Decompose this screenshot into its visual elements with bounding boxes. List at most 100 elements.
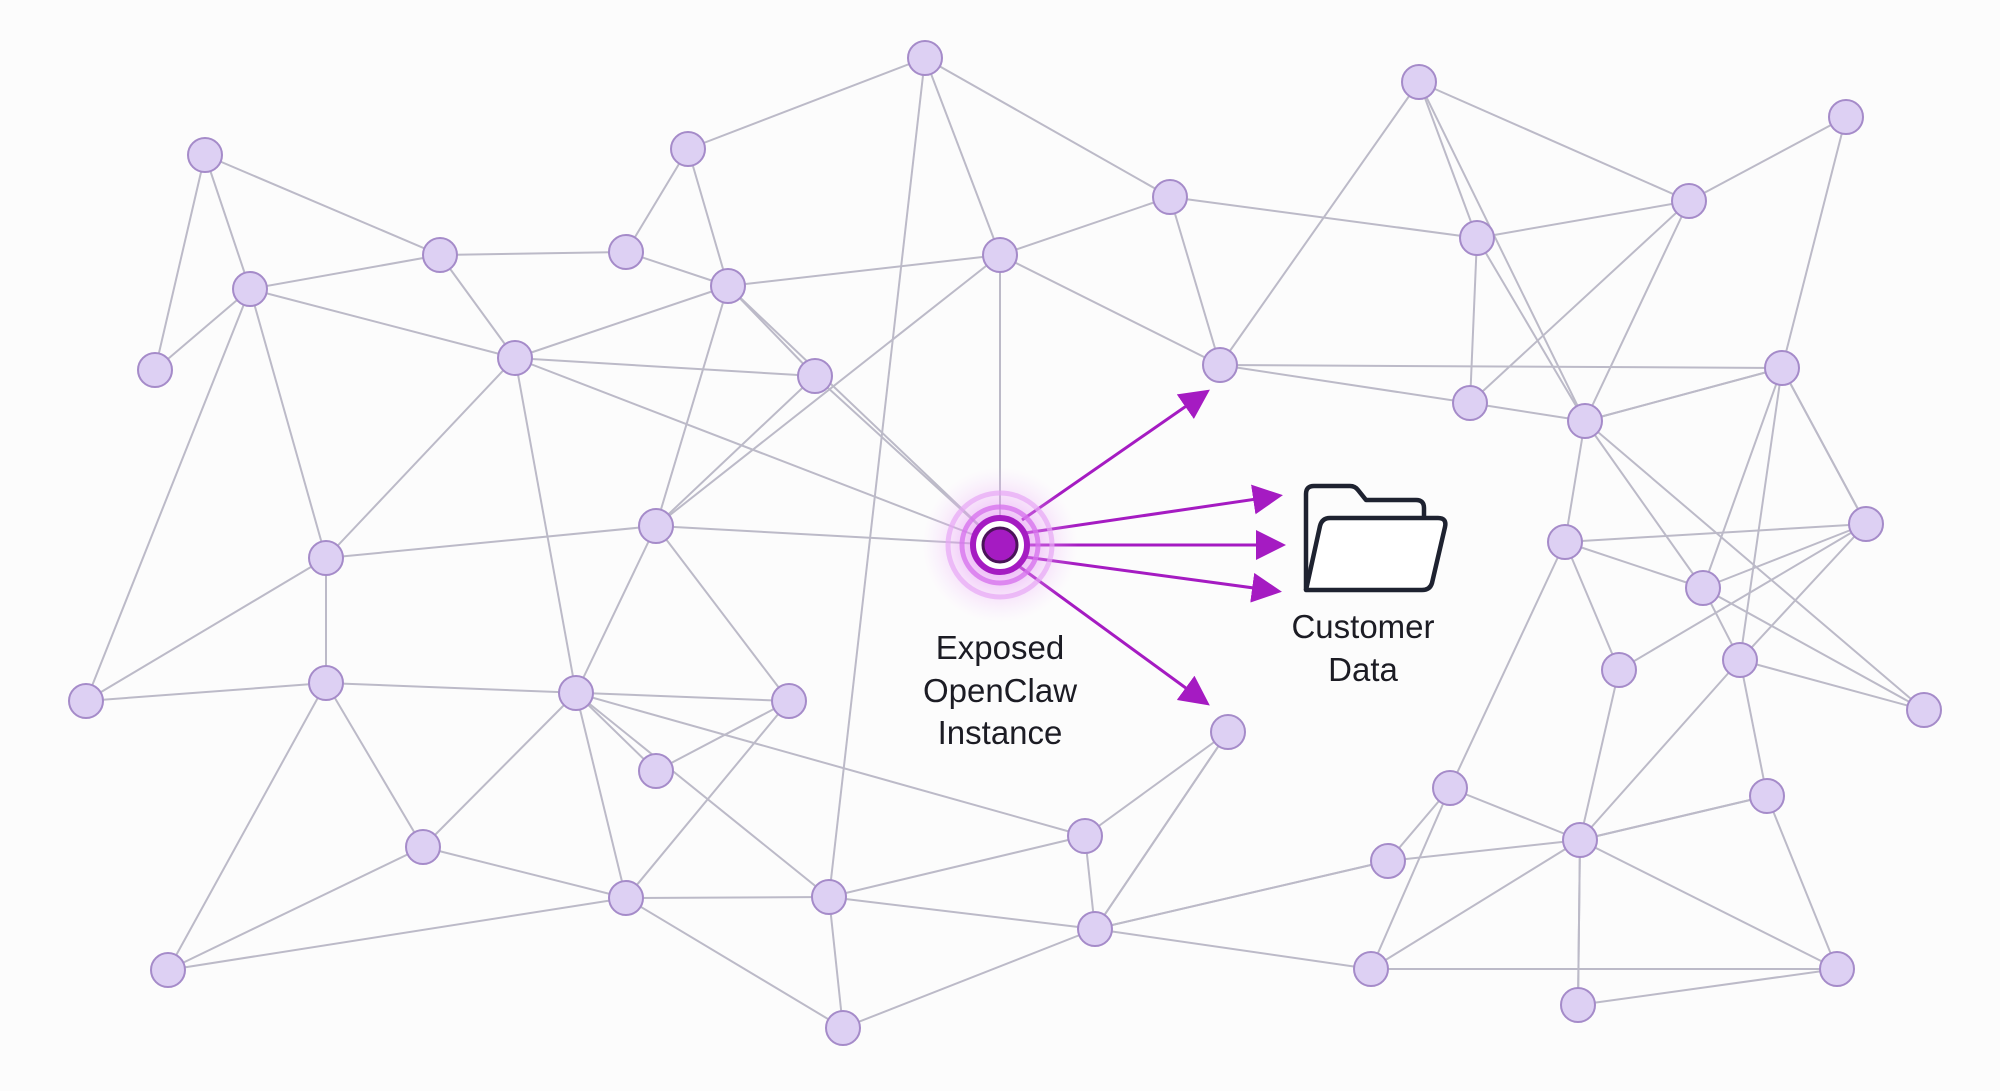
network-edge	[1476, 200, 1690, 239]
network-node	[1749, 778, 1785, 814]
network-node	[1067, 818, 1103, 854]
network-edge	[687, 57, 926, 150]
network-node	[187, 137, 223, 173]
network-node	[68, 683, 104, 719]
network-edge	[514, 357, 577, 694]
exposed-ring-outer	[945, 490, 1055, 600]
network-node	[638, 753, 674, 789]
network-edge	[1579, 839, 1838, 970]
network-edge	[655, 285, 729, 527]
network-edge	[575, 692, 627, 899]
network-node	[1560, 987, 1596, 1023]
network-edge	[1219, 364, 1471, 404]
network-edge	[85, 288, 251, 702]
network-node	[308, 540, 344, 576]
network-edge	[828, 835, 1086, 898]
network-edge	[1702, 367, 1783, 589]
customer-data-label-line-1: Customer	[1291, 608, 1434, 645]
network-node	[1819, 951, 1855, 987]
network-edge	[1219, 364, 1783, 369]
network-edge	[999, 196, 1171, 256]
network-node	[1722, 642, 1758, 678]
network-edge	[828, 57, 926, 898]
network-node	[797, 358, 833, 394]
network-edge	[924, 57, 1171, 198]
network-node	[308, 665, 344, 701]
network-edge	[1584, 420, 1704, 589]
network-edge	[1702, 587, 1925, 711]
network-edge	[687, 148, 729, 287]
network-node	[811, 879, 847, 915]
network-node	[1353, 951, 1389, 987]
edges-layer	[85, 57, 1925, 1029]
exposed-label-line-3: Instance	[938, 714, 1063, 751]
network-edge	[1169, 196, 1221, 366]
network-edge	[167, 846, 424, 971]
network-edge	[1739, 523, 1867, 661]
network-node	[1562, 822, 1598, 858]
network-edge	[439, 254, 516, 359]
network-edge	[1469, 200, 1690, 404]
network-edge	[828, 896, 1096, 930]
network-edge	[1579, 795, 1768, 841]
target-icon	[970, 515, 1030, 575]
network-edge	[1418, 81, 1478, 239]
exposed-label-line-2: OpenClaw	[923, 672, 1077, 709]
network-node	[422, 237, 458, 273]
network-node	[1459, 220, 1495, 256]
network-edge	[325, 525, 657, 559]
network-node	[1685, 570, 1721, 606]
network-node	[232, 271, 268, 307]
network-edge	[325, 682, 790, 702]
network-edge	[167, 682, 327, 971]
network-node	[1452, 385, 1488, 421]
network-edge	[1688, 116, 1847, 202]
customer-data-label-line-2: Data	[1328, 651, 1398, 688]
exposed-instance[interactable]	[922, 467, 1078, 623]
network-edge	[575, 692, 830, 898]
network-edge	[999, 254, 1221, 366]
network-node	[825, 1010, 861, 1046]
network-node	[405, 829, 441, 865]
network-edge	[1094, 731, 1229, 930]
network-edge	[1564, 541, 1704, 589]
network-edge	[514, 357, 816, 377]
network-edge	[1094, 860, 1389, 930]
network-edge	[514, 285, 729, 359]
network-node	[1202, 347, 1238, 383]
network-edge	[1418, 81, 1586, 422]
network-edge	[1584, 367, 1783, 422]
network-edge	[422, 692, 577, 848]
network-edge	[1739, 659, 1925, 711]
labels-layer: Exposed OpenClaw Instance Customer Data	[923, 608, 1435, 751]
network-edge	[655, 525, 790, 702]
network-edge	[1418, 81, 1690, 202]
exposed-ring-mid	[959, 504, 1041, 586]
network-node	[1077, 911, 1113, 947]
network-edge	[1084, 731, 1229, 837]
network-edge	[575, 692, 657, 772]
network-edge	[249, 254, 441, 290]
network-node	[982, 237, 1018, 273]
network-edge	[828, 896, 844, 1029]
network-node	[1828, 99, 1864, 135]
network-edge	[1577, 968, 1838, 1006]
network-node	[497, 340, 533, 376]
nodes-layer	[68, 40, 1942, 1046]
network-edge	[1564, 420, 1586, 543]
network-node	[1567, 403, 1603, 439]
network-edge	[924, 57, 1001, 256]
network-node	[608, 880, 644, 916]
network-edge	[625, 896, 830, 899]
network-edge	[625, 700, 790, 899]
network-node	[1906, 692, 1942, 728]
network-node	[1432, 770, 1468, 806]
network-edge	[1370, 787, 1451, 970]
exposed-label-line-1: Exposed	[936, 629, 1064, 666]
network-edge	[1564, 541, 1620, 671]
network-edge	[1449, 787, 1581, 841]
network-edge	[1387, 839, 1581, 862]
network-edge	[154, 288, 251, 371]
network-edge	[1469, 237, 1478, 404]
